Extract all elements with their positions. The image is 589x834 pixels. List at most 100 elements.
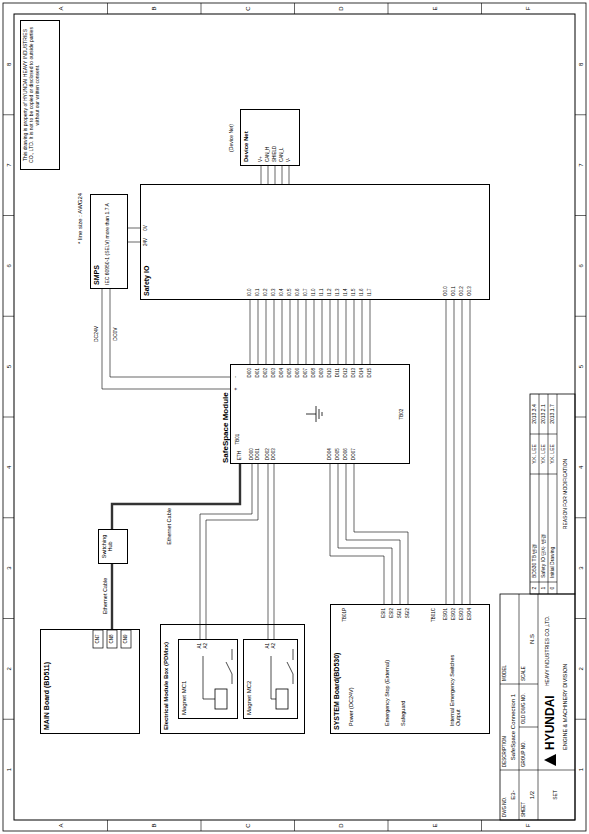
title-block [500,594,575,820]
signal-label: A2 [204,643,209,649]
zone-marker: 4 [5,466,11,469]
signal-label: * line size : AWG24 [77,193,83,244]
contactor-box: Magnet MC1 [178,639,238,719]
signal-label: O0.1 [452,286,457,296]
signal-label: I1.0 [312,288,317,296]
signal-label: (Device Net) [229,124,234,152]
signal-label: 24V [144,238,149,246]
signal-label: I0.4 [280,288,285,296]
signal-label: I1.4 [344,288,349,296]
signal-label: TB01 [236,434,241,445]
signal-label: A1 [266,643,271,649]
signal-label: CN9 [124,634,129,643]
wire [110,289,230,377]
signal-label: Ethernet Cable [103,578,109,615]
box-heading: Magnet MC2 [244,640,255,718]
title-block-text: E3- [510,790,516,799]
zone-tick [3,114,14,115]
wire [206,464,258,639]
signal-label: Ethernet Cable [167,508,173,545]
zone-marker: A [58,823,64,827]
zone-tick [388,820,389,831]
signal-label: CN7 [96,634,101,643]
zone-tick [3,417,14,418]
box-heading: Device Net [241,110,252,165]
signal-label: I1.6 [360,288,365,296]
wire [338,300,339,364]
title-block-text: HYUNDAI [544,695,557,750]
box-heading: Switching Hub [99,530,116,563]
zone-marker: A [58,6,64,10]
relay-coil [276,689,288,709]
signal-label: Power (DC24V) [349,687,355,726]
zone-marker: 3 [577,566,583,569]
wire [112,464,240,529]
signal-label: DI04 [280,368,285,378]
wire-bundle [128,228,140,242]
box-heading: SMPS [91,195,103,288]
title-block-text: GROUP NO. [522,741,527,767]
ground-symbol [306,406,322,422]
connector-socket [107,630,117,648]
zone-tick [3,517,14,518]
box-heading: This drawing is property of HYUNDAI HEAV… [21,21,42,169]
zone-marker: D [338,6,344,10]
title-block-text: Initial Drawing [550,547,555,578]
signal-label: ETH [238,451,243,460]
signal-label: I1.5 [352,288,357,296]
signal-label: DI03 [272,368,277,378]
signal-label: V- [287,158,292,162]
title-block-text: 2013.2.1 [541,404,546,423]
signal-label: DI10 [328,368,333,378]
zone-marker: C [245,823,251,827]
signal-label: A2 [272,643,277,649]
signal-label: DO02 [266,448,271,460]
signal-label: DI08 [312,368,317,378]
wire [330,300,331,364]
zone-marker: B [151,823,157,827]
wire [362,300,363,364]
signal-label: CN8 [110,634,115,643]
title-block-text: SHEET [522,802,527,817]
wire [128,228,140,229]
zone-marker: 2 [5,667,11,670]
wire-bundle [330,464,408,604]
wire [289,166,290,184]
zone-tick [3,618,14,619]
signal-label: SHIELD [273,146,278,162]
zone-marker: E [432,823,438,827]
zone-marker: E [432,6,438,10]
wire [314,300,315,364]
zone-tick [294,820,295,831]
signal-label: DI07 [304,368,309,378]
title-block-text: DWG NO. [503,797,508,817]
wire [102,289,230,389]
wire [274,300,275,364]
zone-tick [3,215,14,216]
signal-label: DI13 [352,368,357,378]
title-block-text: BD530 TB 변경 [532,544,537,578]
signal-label: I0.3 [272,288,277,296]
zone-marker: C [245,6,251,10]
wire-bundle [268,464,274,639]
signal-label: DI01 [256,368,261,378]
enclosure-box: Electrical Module Box (PDMxx)Magnet MC1M… [160,624,305,734]
signal-label: ESO1 [444,608,449,620]
signal-label: I1.3 [336,288,341,296]
wire [282,166,283,184]
signal-label: DI15 [368,368,373,378]
wire [322,300,323,364]
zone-tick [575,316,586,317]
wire-bundle [112,464,240,529]
signal-label: TB01P [343,608,348,622]
signal-label: DO01 [256,448,261,460]
wire [470,300,471,604]
inner-border [14,14,575,820]
title-block-text: OLD DWG NO. [522,693,527,724]
zone-tick [201,3,202,14]
signal-label: DI02 [264,368,269,378]
box-heading: SYSTEM Board(BD530) [331,605,343,733]
signal-label: I0.0 [248,288,253,296]
wire [261,166,262,184]
signal-label: Emergency Stop (External) [385,660,391,726]
